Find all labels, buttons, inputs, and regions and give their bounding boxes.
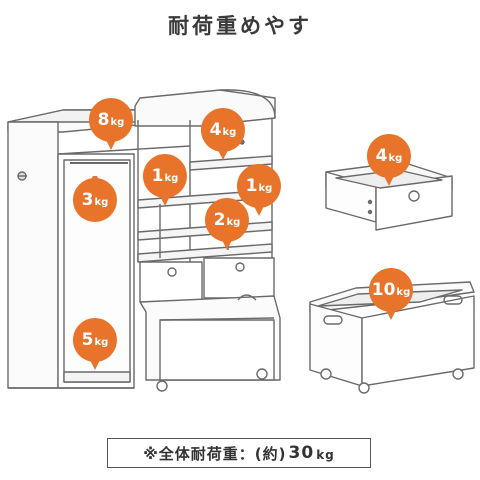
total-load-unit: kg — [316, 447, 335, 462]
total-load-prefix: ※全体耐荷重：(約) — [143, 444, 287, 463]
total-load-value: 30 — [288, 443, 315, 463]
page-title: 耐荷重めやす — [168, 14, 312, 38]
total-load-note: ※全体耐荷重：(約) 30 kg — [107, 438, 371, 468]
